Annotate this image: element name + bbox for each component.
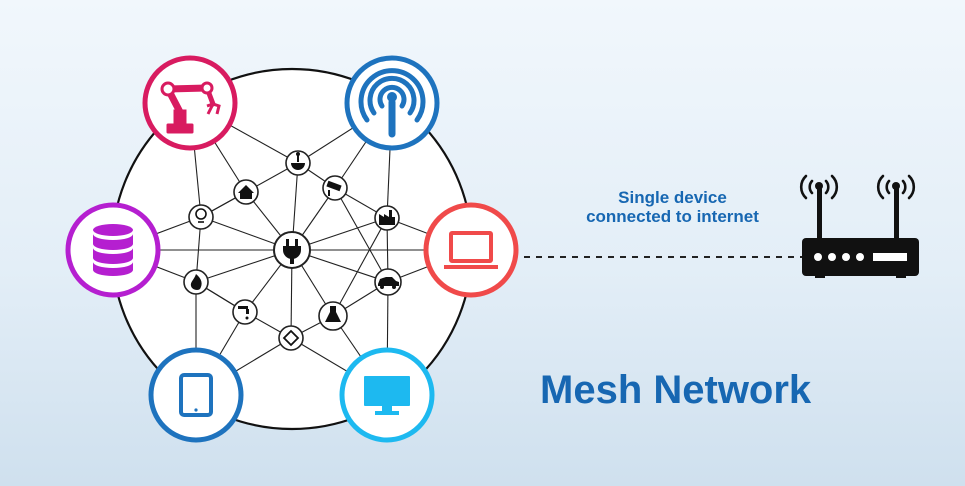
diagram-title: Mesh Network xyxy=(540,368,812,412)
monitor-node[interactable] xyxy=(339,347,435,443)
home-icon xyxy=(238,185,254,199)
factory-node[interactable] xyxy=(374,205,400,231)
router-icon[interactable] xyxy=(799,174,919,278)
plug-icon xyxy=(283,239,301,264)
tag-node[interactable] xyxy=(278,325,304,351)
factory-icon xyxy=(379,210,395,225)
antenna-node[interactable] xyxy=(344,55,440,151)
fire-node[interactable] xyxy=(183,269,209,295)
faucet-node[interactable] xyxy=(232,299,258,325)
home-node[interactable] xyxy=(233,179,259,205)
inner-nodes xyxy=(183,150,402,351)
satellite-dish-icon xyxy=(291,152,305,170)
car-icon xyxy=(378,277,399,289)
database-icon xyxy=(93,224,133,276)
car-node[interactable] xyxy=(374,268,402,296)
antenna-icon xyxy=(358,68,426,138)
robot-arm-node[interactable] xyxy=(142,55,238,151)
faucet-icon xyxy=(238,306,249,320)
database-node[interactable] xyxy=(65,202,161,298)
fire-icon xyxy=(190,274,202,290)
tablet-node[interactable] xyxy=(148,347,244,443)
plug-node[interactable] xyxy=(273,231,311,269)
flask-node[interactable] xyxy=(318,301,348,331)
laptop-node[interactable] xyxy=(423,202,519,298)
bulb-icon xyxy=(195,208,207,223)
note-line-2: connected to internet xyxy=(586,207,759,226)
bulb-node[interactable] xyxy=(188,204,214,230)
camera-node[interactable] xyxy=(322,175,348,201)
monitor-icon xyxy=(364,376,410,415)
satellite-dish-node[interactable] xyxy=(285,150,311,176)
laptop-icon xyxy=(444,231,498,269)
robot-arm-icon xyxy=(160,81,221,134)
internet-gateway-note: Single device connected to internet xyxy=(560,188,785,226)
flask-icon xyxy=(325,306,341,322)
note-line-1: Single device xyxy=(618,188,727,207)
tablet-icon xyxy=(179,373,213,417)
tag-icon xyxy=(282,329,300,347)
security-camera-icon xyxy=(326,180,342,196)
